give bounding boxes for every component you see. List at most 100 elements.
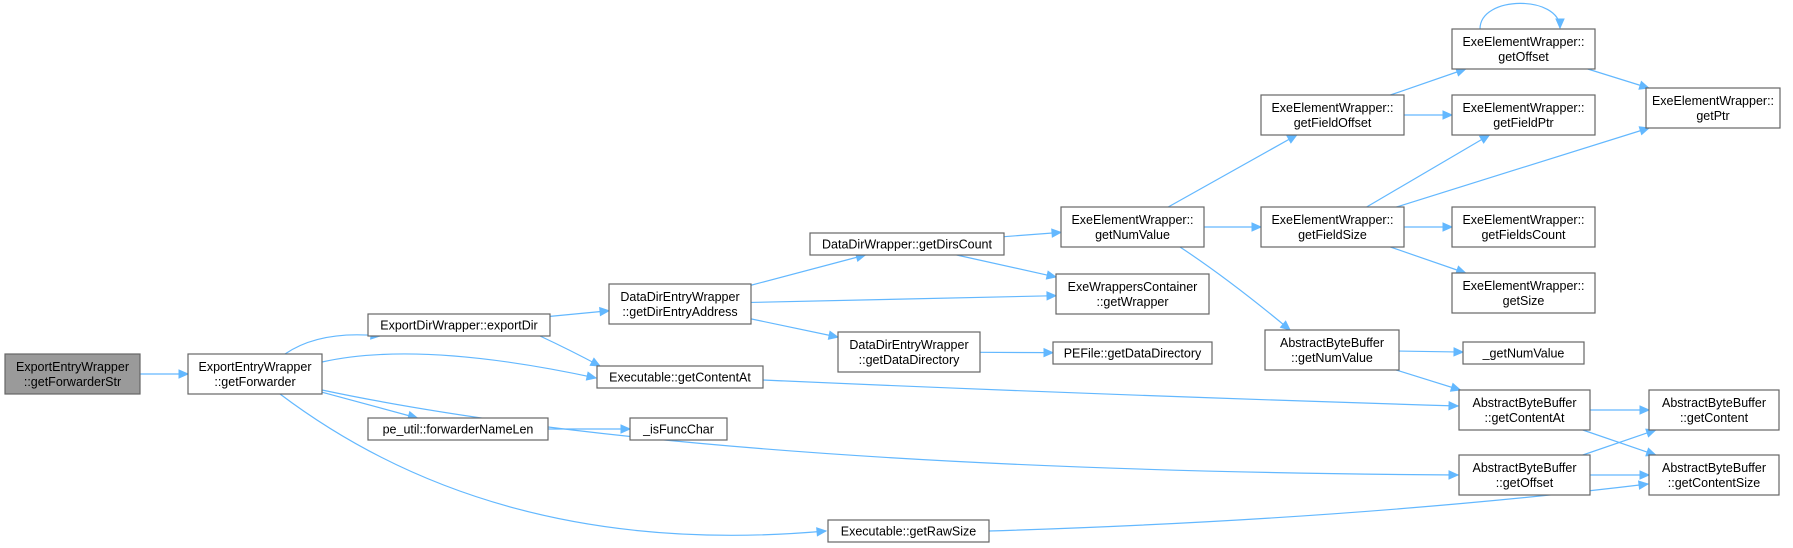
node-label-line: ::getForwarderStr — [24, 375, 121, 389]
node-label-line: ::getDirEntryAddress — [622, 305, 737, 319]
node-getFieldPtr[interactable]: ExeElementWrapper::getFieldPtr — [1451, 94, 1596, 136]
node-label-line: getPtr — [1696, 109, 1729, 123]
node-abbGetContentAt[interactable]: AbstractByteBuffer::getContentAt — [1458, 389, 1591, 431]
node-box — [1260, 94, 1405, 136]
node-box — [1462, 341, 1585, 365]
node-label-line: ExeWrappersContainer — [1068, 280, 1198, 294]
node-getFieldsCount[interactable]: ExeElementWrapper::getFieldsCount — [1451, 206, 1596, 248]
node-label-line: ExeElementWrapper:: — [1462, 279, 1584, 293]
edge-exeGetNumValue-to-getFieldOffset — [1167, 134, 1298, 208]
edge-getDirsCount-to-getWrapper — [956, 254, 1057, 278]
node-box — [1060, 206, 1205, 248]
node-forwarderNameLen[interactable]: pe_util::forwarderNameLen — [367, 417, 549, 441]
node-getForwarderStr[interactable]: ExportEntryWrapper::getForwarderStr — [4, 353, 141, 395]
node-label-line: getOffset — [1498, 50, 1549, 64]
edge-getForwarder-to-exeGetContentAt — [321, 353, 597, 379]
node-exeGetSize[interactable]: ExeElementWrapper::getSize — [1451, 272, 1596, 314]
node-label-line: AbstractByteBuffer — [1473, 396, 1577, 410]
node-exeGetNumValue[interactable]: ExeElementWrapper::getNumValue — [1060, 206, 1205, 248]
edge-getForwarder-to-getRawSize — [279, 393, 827, 536]
node-abbGetContentSize[interactable]: AbstractByteBuffer::getContentSize — [1648, 454, 1780, 496]
node-box — [187, 353, 323, 395]
node-getDataDirectoryWrapper[interactable]: DataDirEntryWrapper::getDataDirectory — [837, 331, 981, 373]
edge-arrowhead — [1555, 18, 1565, 30]
edge-exportDir-to-exeGetContentAt — [539, 335, 601, 367]
node-label-line: ::getDataDirectory — [859, 353, 960, 367]
edge-arrowhead — [1051, 228, 1063, 238]
node-label-line: AbstractByteBuffer — [1280, 336, 1384, 350]
node-exeGetOffset[interactable]: ExeElementWrapper::getOffset — [1451, 28, 1596, 70]
node-label-line: ExeElementWrapper:: — [1462, 35, 1584, 49]
node-label-line: ::getContent — [1680, 411, 1749, 425]
node-exeGetContentAt[interactable]: Executable::getContentAt — [596, 365, 764, 389]
node-getFieldOffset[interactable]: ExeElementWrapper::getFieldOffset — [1260, 94, 1405, 136]
node-abbGetContent[interactable]: AbstractByteBuffer::getContent — [1648, 389, 1780, 431]
edge-getDirsCount-to-exeGetNumValue — [1003, 231, 1062, 238]
node-box — [608, 283, 752, 325]
node-box — [629, 417, 728, 441]
node-label-line: PEFile::getDataDirectory — [1064, 347, 1202, 361]
edge-exeGetOffset-to-getPtr — [1587, 68, 1649, 89]
edge-arrowhead — [1453, 347, 1465, 357]
node-getDirEntryAddress[interactable]: DataDirEntryWrapper::getDirEntryAddress — [608, 283, 752, 325]
edges-layer — [140, 2, 1657, 537]
node-label-line: ExeElementWrapper:: — [1071, 213, 1193, 227]
node-box — [1451, 272, 1596, 314]
node-box — [1264, 329, 1400, 371]
edge-arrowhead — [1442, 110, 1454, 120]
node-label-line: AbstractByteBuffer — [1662, 396, 1766, 410]
edge-arrowhead — [1043, 347, 1055, 358]
node-label-line: DataDirWrapper::getDirsCount — [822, 238, 992, 252]
node-box — [367, 417, 549, 441]
edge-exeGetNumValue-to-abbGetNumValue — [1179, 246, 1291, 331]
node-label-line: getFieldSize — [1298, 228, 1367, 242]
node-label-line: ExeElementWrapper:: — [1271, 213, 1393, 227]
node-label-line: ::getForwarder — [214, 375, 295, 389]
edge-arrowhead — [599, 306, 611, 317]
node-label-line: ExportEntryWrapper — [198, 360, 311, 374]
edge-arrowhead — [1046, 291, 1058, 301]
node-getFieldSize[interactable]: ExeElementWrapper::getFieldSize — [1260, 206, 1405, 248]
node-label-line: AbstractByteBuffer — [1662, 461, 1766, 475]
node-label-line: ::getContentSize — [1668, 476, 1760, 490]
node-exportDir[interactable]: ExportDirWrapper::exportDir — [367, 313, 551, 337]
edge-arrowhead — [1286, 134, 1298, 144]
edge-exportDir-to-getDirEntryAddress — [549, 310, 610, 317]
node-box — [1451, 206, 1596, 248]
edge-arrowhead — [1442, 222, 1454, 232]
edge-getDirEntryAddress-to-getDirsCount — [750, 254, 866, 286]
node-abbGetOffset[interactable]: AbstractByteBuffer::getOffset — [1458, 454, 1591, 496]
node-getForwarder[interactable]: ExportEntryWrapper::getForwarder — [187, 353, 323, 395]
node-label-line: _isFuncChar — [642, 423, 714, 437]
edge-getForwarder-to-forwarderNameLen — [321, 391, 418, 419]
edge-getFieldSize-to-getFieldPtr — [1366, 134, 1490, 208]
node-box — [4, 353, 141, 395]
node-box — [1648, 454, 1780, 496]
edge-arrowhead — [620, 424, 632, 434]
node-peGetDataDirectory[interactable]: PEFile::getDataDirectory — [1052, 341, 1213, 365]
node-label-line: getFieldOffset — [1294, 116, 1372, 130]
edge-arrowhead — [1448, 400, 1460, 411]
edge-arrowhead — [589, 357, 602, 367]
node-abbGetNumValue[interactable]: AbstractByteBuffer::getNumValue — [1264, 329, 1400, 371]
node-box — [809, 232, 1005, 256]
node-getDirsCount[interactable]: DataDirWrapper::getDirsCount — [809, 232, 1005, 256]
node-getRawSize[interactable]: Executable::getRawSize — [827, 519, 990, 543]
node-getWrapper[interactable]: ExeWrappersContainer::getWrapper — [1055, 273, 1210, 315]
node-label-line: ExportDirWrapper::exportDir — [380, 319, 537, 333]
node-box — [1458, 454, 1591, 496]
node-getPtr[interactable]: ExeElementWrapper::getPtr — [1645, 87, 1781, 129]
edge-arrowhead — [1045, 270, 1058, 280]
node-label-line: getSize — [1503, 294, 1545, 308]
edge-arrowhead — [1638, 126, 1651, 136]
node-isFuncChar[interactable]: _isFuncChar — [629, 417, 728, 441]
node-label-line: pe_util::forwarderNameLen — [383, 423, 534, 437]
edge-abbGetNumValue-to-abbGetContentAt — [1395, 369, 1461, 391]
node-box — [367, 313, 551, 337]
node-label-line: ExeElementWrapper:: — [1652, 94, 1774, 108]
node-box — [1260, 206, 1405, 248]
node-box — [1458, 389, 1591, 431]
edge-arrowhead — [1478, 134, 1491, 144]
node-getNumValueRaw[interactable]: _getNumValue — [1462, 341, 1585, 365]
